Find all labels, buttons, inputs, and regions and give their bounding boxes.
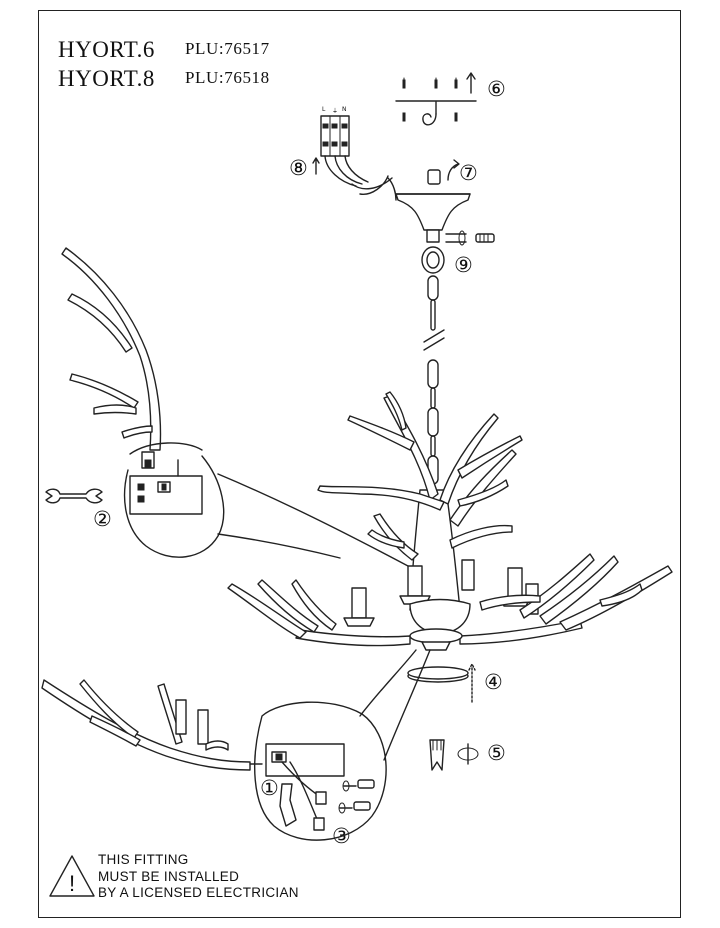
zoom-callout-top [123,442,409,567]
screw-icon [445,230,495,246]
screwdriver-icon [279,779,375,827]
diagram-frame [38,10,681,918]
warning-line-2: MUST BE INSTALLED [98,868,240,884]
model-name-2: HYORT.8 [58,66,155,91]
terminal-block [312,115,397,201]
candle-clip [429,739,479,771]
wrench-icon [45,488,103,504]
hook-icon [422,101,437,126]
chandelier [227,391,673,651]
step-5-label: ⑤ [487,741,506,765]
model-plu-1: PLU:76517 [185,39,270,58]
step-2-label: ② [93,507,112,531]
step-6-label: ⑥ [487,77,506,101]
wire-label-earth: ⏚ [332,108,339,115]
zoom-callout-bottom [249,649,431,841]
wire-label-live: L [322,106,326,113]
step-8-label: ⑧ [289,156,308,180]
ceiling-bracket [395,72,477,122]
step-9-label: ⑨ [454,253,473,277]
step-7-label: ⑦ [459,161,478,185]
warning-line-1: THIS FITTING [98,852,189,867]
warning-triangle-icon: ! [49,855,95,897]
base-disc [407,663,476,703]
canopy [395,159,471,243]
wire-label-neutral: N [342,106,347,113]
warning-text: THIS FITTING MUST BE INSTALLED BY A LICE… [98,852,299,902]
step-1-label: ① [260,776,279,800]
model-name-1: HYORT.6 [58,37,155,62]
chain [421,246,445,485]
lower-left-antler [41,679,251,771]
warning-symbol: ! [69,871,75,896]
upper-left-antler [61,247,162,469]
model-plu-2: PLU:76518 [185,68,270,87]
warning-line-3: BY A LICENSED ELECTRICIAN [98,885,299,900]
step-4-label: ④ [484,670,503,694]
